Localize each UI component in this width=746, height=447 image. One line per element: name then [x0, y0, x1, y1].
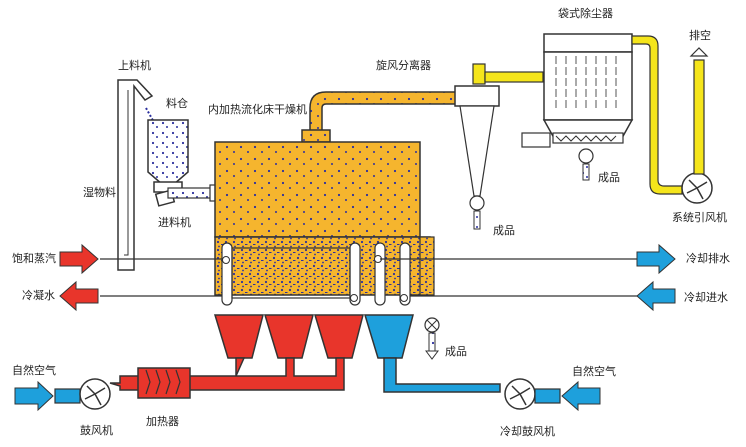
- label-heater: 加热器: [146, 415, 179, 428]
- label-cooling-in: 冷却进水: [684, 291, 728, 304]
- cooling-out-arrow: [636, 243, 676, 275]
- label-vent: 排空: [689, 29, 711, 42]
- label-cooling-blower: 冷却鼓风机: [500, 425, 555, 438]
- label-feeder: 进料机: [158, 216, 191, 229]
- label-dryer: 内加热流化床干燥机: [208, 103, 307, 116]
- label-wet-material: 湿物料: [83, 186, 116, 199]
- exhaust-duct: [631, 35, 683, 195]
- fluid-bed-dryer: [214, 141, 421, 238]
- label-loader: 上料机: [118, 59, 151, 72]
- bucket-elevator: [117, 79, 156, 271]
- cyclone-separator: [454, 63, 544, 230]
- dryer-product-outlet: [424, 317, 440, 360]
- induced-draft-fan: [681, 47, 713, 204]
- air-in-arrow-right: [561, 380, 601, 412]
- label-blower: 鼓风机: [80, 424, 113, 437]
- dryer-exhaust-duct: [309, 91, 463, 141]
- label-induced-fan: 系统引风机: [672, 211, 727, 224]
- label-steam-in: 饱和蒸汽: [12, 252, 56, 265]
- fluid-bed: [214, 236, 431, 296]
- cooling-in-arrow: [636, 280, 676, 312]
- heater: [137, 367, 191, 399]
- label-condensate: 冷凝水: [22, 289, 55, 302]
- cooling-blower-fan: [504, 378, 561, 410]
- label-product-bag: 成品: [598, 171, 620, 184]
- label-cyclone: 旋风分离器: [376, 59, 431, 72]
- bag-filter: [521, 33, 634, 181]
- label-hopper: 料仓: [166, 97, 188, 110]
- label-cooling-out: 冷却排水: [686, 252, 730, 265]
- condensate-arrow: [59, 280, 99, 312]
- label-air-left: 自然空气: [12, 364, 56, 377]
- blower-fan: [54, 378, 111, 410]
- air-in-arrow-left: [14, 380, 54, 412]
- label-product-cyclone: 成品: [493, 224, 515, 237]
- cooling-chamber: [363, 314, 501, 393]
- label-air-right: 自然空气: [572, 365, 616, 378]
- steam-in-arrow: [59, 243, 99, 275]
- label-bag-filter: 袋式除尘器: [558, 7, 613, 20]
- label-product-dryer: 成品: [445, 345, 467, 358]
